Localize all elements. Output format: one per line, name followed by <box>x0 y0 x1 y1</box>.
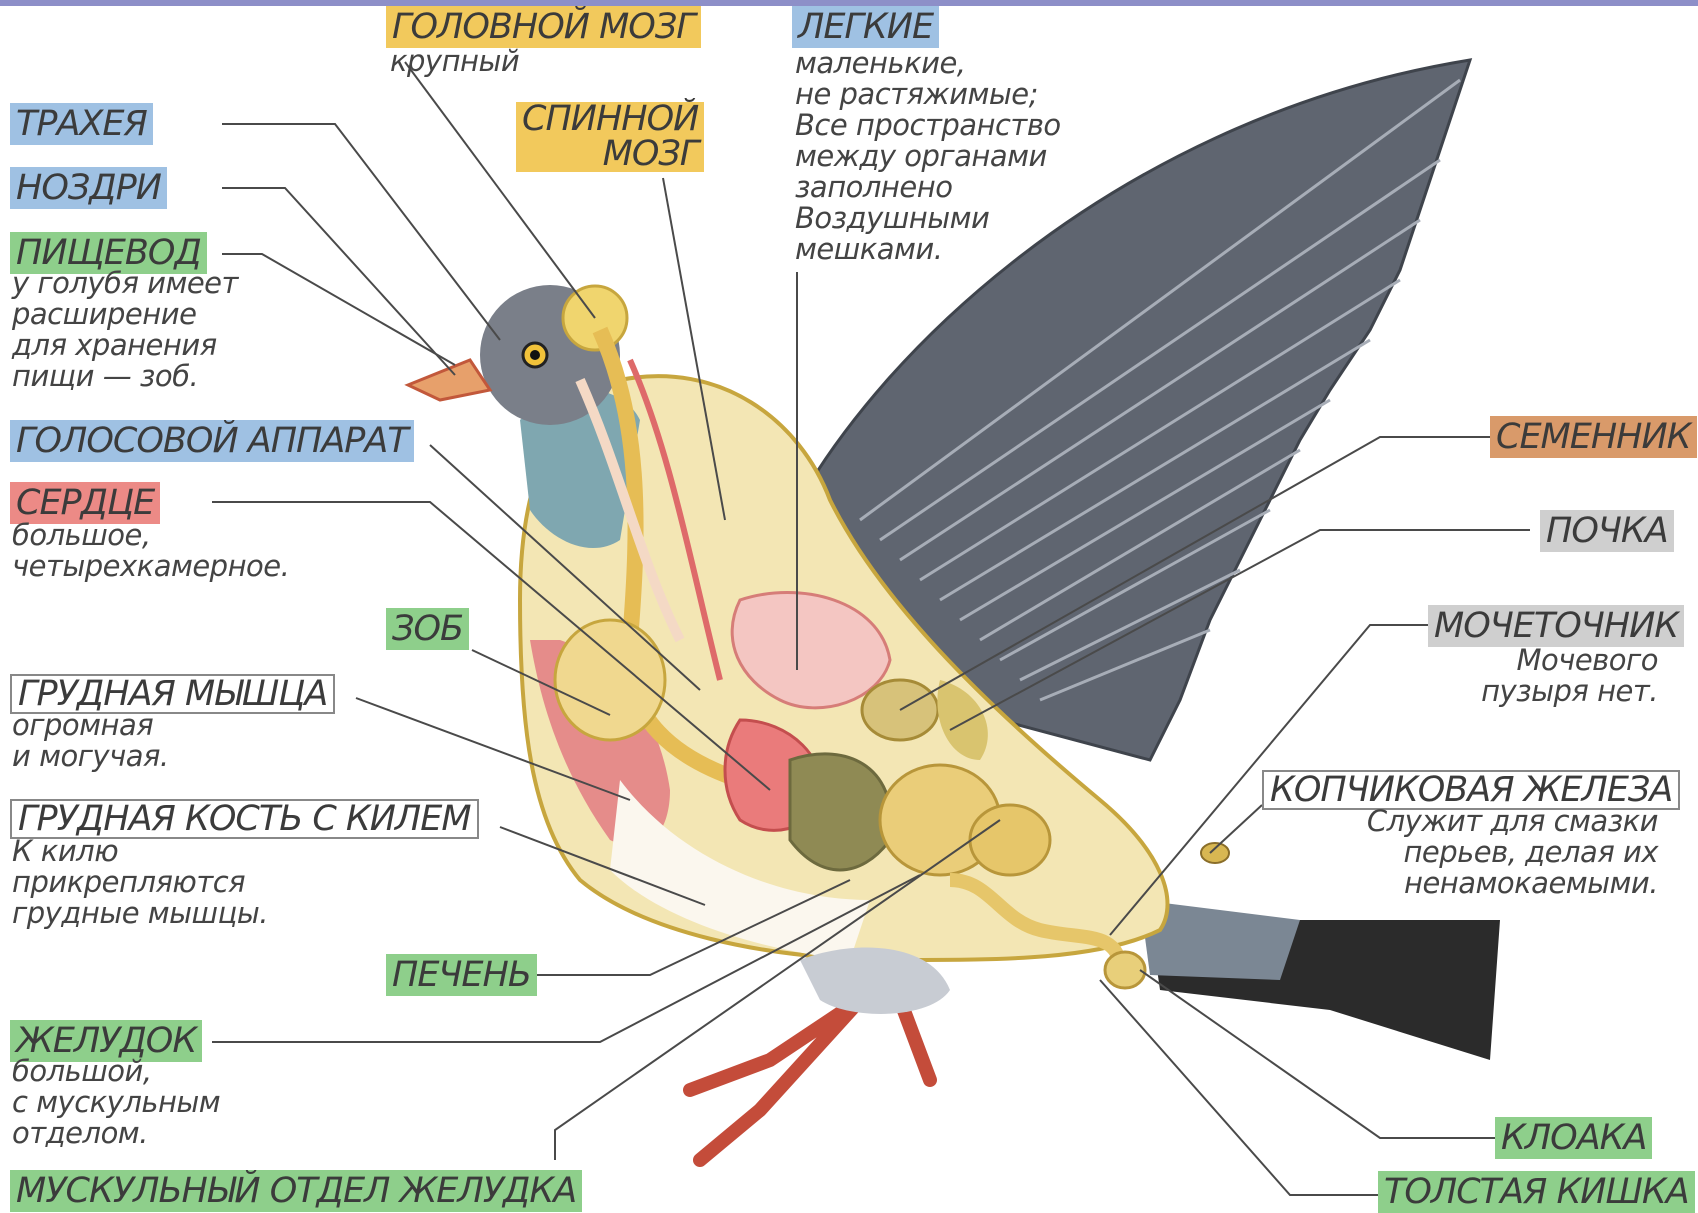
pectoral-desc: огромная и могучая. <box>12 710 169 772</box>
lungs-desc: маленькие, не растяжимые; Все пространст… <box>795 48 1061 265</box>
preen-gland <box>1201 843 1229 863</box>
heart-desc: большое, четырехкамерное. <box>12 520 289 582</box>
cloaca <box>1105 952 1145 988</box>
legs <box>690 1000 930 1160</box>
gizzard-label: МУСКУЛЬНЫЙ ОТДЕЛ ЖЕЛУДКА <box>10 1170 582 1212</box>
sternum-label: ГРУДНАЯ КОСТЬ С КИЛЕМ <box>10 799 479 839</box>
liver-label: ПЕЧЕНЬ <box>386 954 537 996</box>
beak <box>408 360 490 400</box>
cloaca-label: КЛОАКА <box>1495 1117 1652 1159</box>
lungs-label: ЛЕГКИЕ <box>792 6 939 48</box>
colon-label: ТОЛСТАЯ КИШКА <box>1378 1171 1695 1213</box>
testis-label: СЕМЕННИК <box>1490 416 1697 458</box>
sternum-desc: К килю прикрепляются грудные мышцы. <box>12 836 268 929</box>
ureter-desc: Мочевого пузыря нет. <box>1481 645 1658 707</box>
ureter-label: МОЧЕТОЧНИК <box>1428 605 1684 647</box>
crop <box>555 620 665 740</box>
kidney-label: ПОЧКА <box>1540 510 1674 552</box>
spinal-cord-label: СПИННОЙ МОЗГ <box>516 102 704 172</box>
brain-label: ГОЛОВНОЙ МОЗГ <box>386 6 701 48</box>
voice-label: ГОЛОСОВОЙ АППАРАТ <box>10 420 414 462</box>
crop-label: ЗОБ <box>386 608 469 650</box>
trachea-label: ТРАХЕЯ <box>10 103 153 145</box>
brain-desc: крупный <box>390 46 519 77</box>
nostrils-label: НОЗДРИ <box>10 167 167 209</box>
preen-gland-desc: Служит для смазки перьев, делая их ненам… <box>1367 806 1658 899</box>
stomach-desc: большой, с мускульным отделом. <box>12 1056 220 1149</box>
esophagus-desc: у голубя имеет расширение для хранения п… <box>12 268 238 392</box>
gizzard <box>970 805 1050 875</box>
